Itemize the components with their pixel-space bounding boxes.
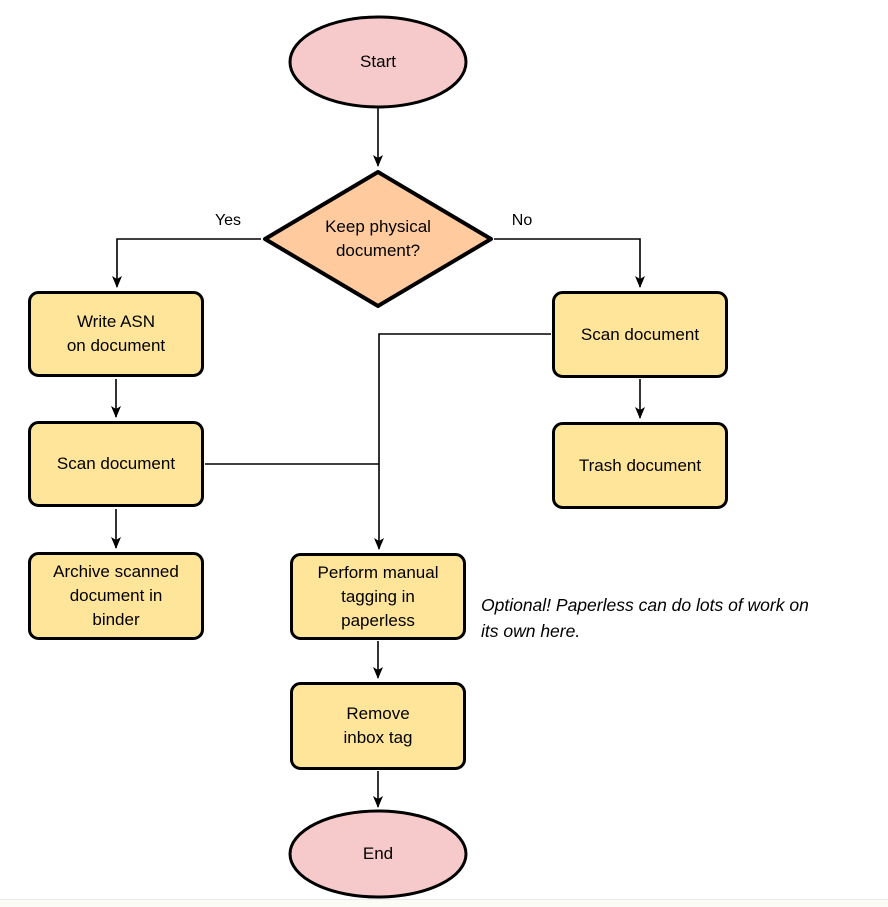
trash-process-shape: [552, 422, 728, 509]
bottom-window-edge: [0, 899, 888, 907]
optional-note: Optional! Paperless can do lots of work …: [481, 595, 809, 641]
archive-process-shape: [28, 552, 204, 640]
yes-edge-label: Yes: [214, 212, 242, 229]
edge-scan-right-to-manual-tagging: [374, 333, 551, 550]
scan-right-process-shape: [552, 291, 728, 378]
write-asn-process-shape: [28, 291, 204, 377]
start-terminator-shape: [288, 15, 468, 109]
edge-decision-yes-to-write-asn: [112, 238, 261, 288]
remove-inbox-tag-process-shape: [290, 682, 466, 770]
decision-diamond-shape: [263, 170, 493, 308]
end-terminator-shape: [288, 809, 468, 899]
manual-tagging-process-shape: [290, 553, 466, 640]
scan-left-process-shape: [28, 421, 204, 507]
edge-decision-no-to-scan-right: [494, 238, 645, 288]
no-edge-label: No: [511, 212, 533, 229]
